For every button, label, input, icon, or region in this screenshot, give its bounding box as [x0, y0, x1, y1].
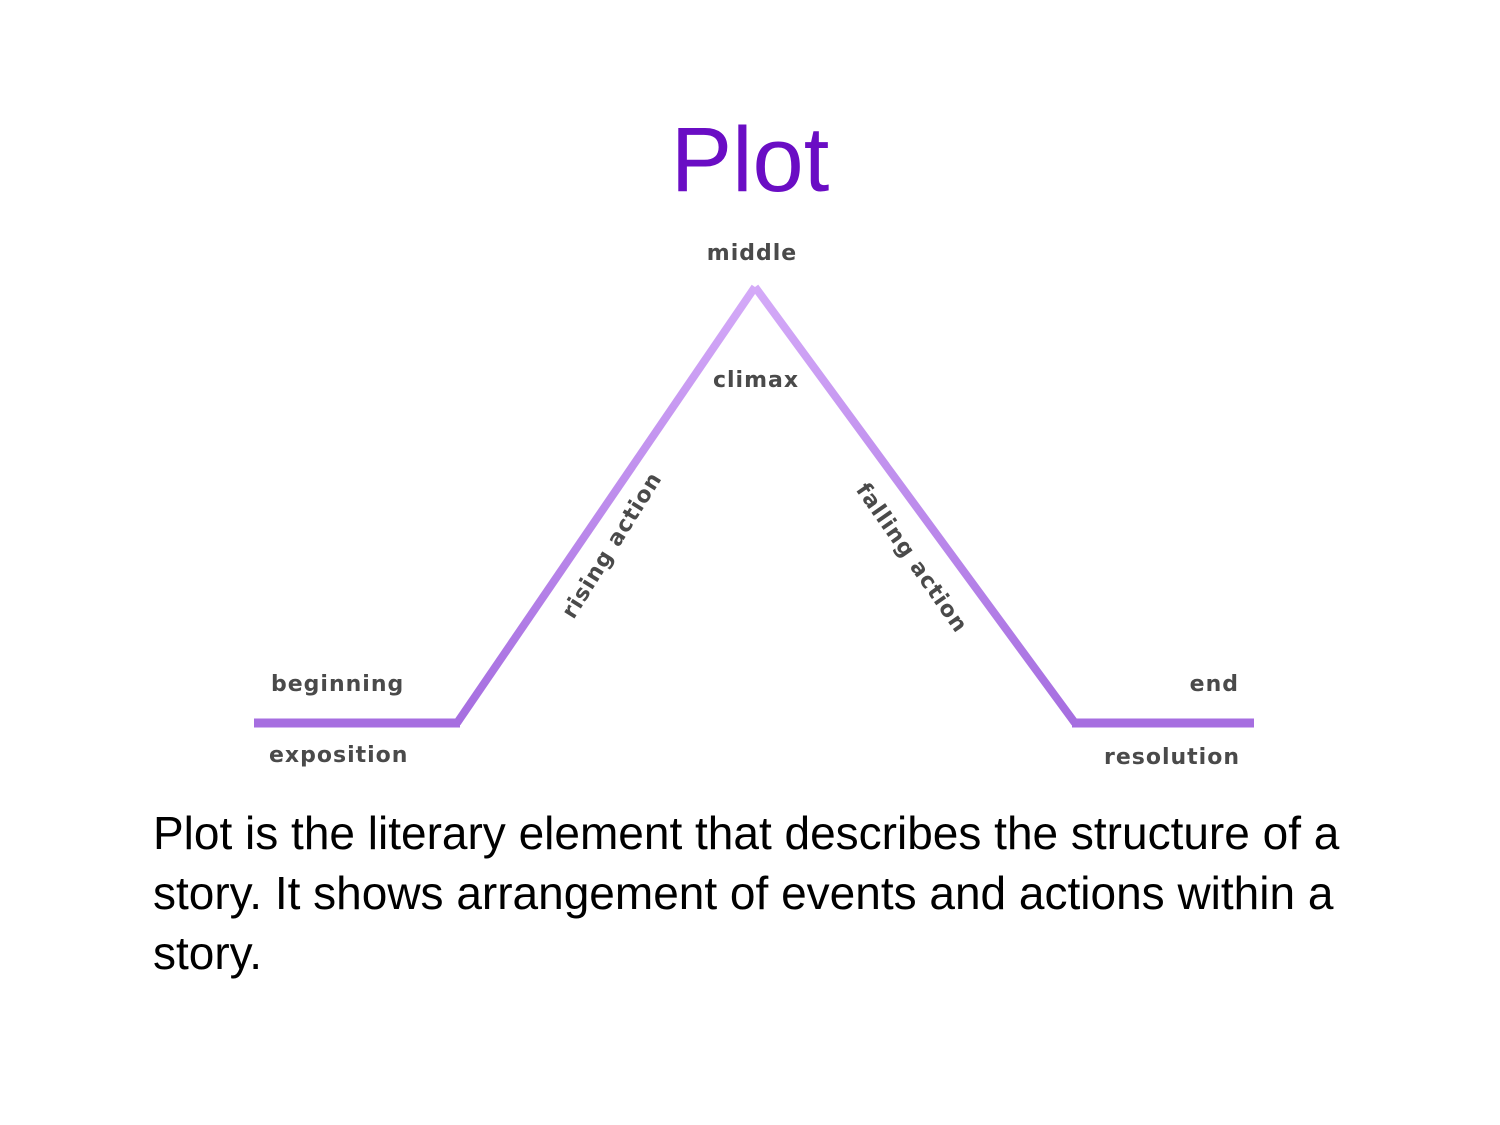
slide-title: Plot: [670, 109, 830, 211]
label-middle: middle: [707, 241, 797, 266]
label-end: end: [1190, 672, 1239, 697]
label-beginning: beginning: [271, 672, 404, 697]
label-resolution: resolution: [1104, 745, 1240, 770]
plot-diagram: middle climax rising action falling acti…: [254, 241, 1254, 770]
falling-action-line: [751, 284, 1079, 726]
rising-action-line: [453, 284, 759, 726]
plot-description: Plot is the literary element that descri…: [153, 807, 1340, 979]
label-climax: climax: [713, 368, 799, 393]
label-exposition: exposition: [269, 743, 408, 768]
